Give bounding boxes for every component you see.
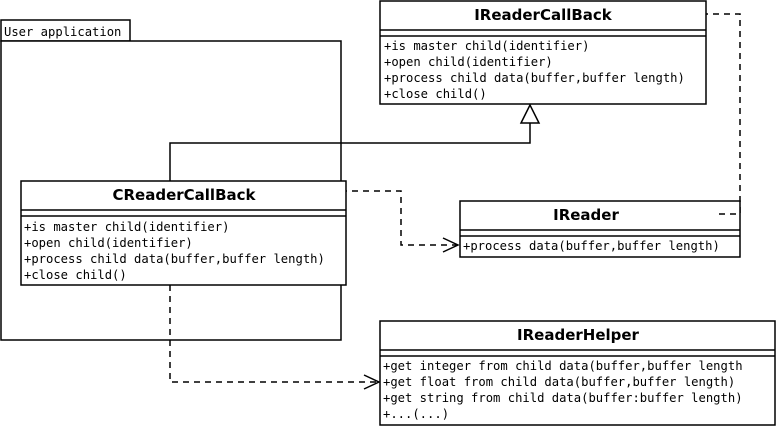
class-ireader: IReader +process data(buffer,buffer leng… — [459, 200, 741, 258]
method: +close child() — [384, 87, 487, 101]
method: +get integer from child data(buffer,buff… — [383, 359, 743, 373]
method: +process child data(buffer,buffer length… — [384, 71, 685, 85]
dependency-line — [685, 13, 741, 215]
realization-line — [169, 123, 531, 181]
open-arrowhead — [363, 374, 381, 390]
method: +open child(identifier) — [24, 236, 193, 250]
class-box — [379, 320, 776, 426]
dependency-edge-to-ireader-helper — [169, 285, 381, 390]
method: +open child(identifier) — [384, 55, 553, 69]
package-label: User application — [4, 25, 121, 39]
method: +process data(buffer,buffer length) — [463, 239, 720, 253]
class-ireader-callback: IReaderCallBack +is master child(identif… — [379, 0, 707, 105]
class-name: IReaderCallBack — [474, 6, 613, 24]
class-box — [459, 200, 741, 258]
method: +is master child(identifier) — [24, 220, 229, 234]
method: +get string from child data(buffer:buffe… — [383, 391, 743, 405]
method: +process child data(buffer,buffer length… — [24, 252, 325, 266]
realization-arrowhead — [519, 103, 541, 124]
class-box — [20, 180, 347, 286]
class-name: IReader — [553, 206, 619, 224]
method: +close child() — [24, 268, 127, 282]
method: +get float from child data(buffer,buffer… — [383, 375, 735, 389]
class-name: CReaderCallBack — [113, 186, 257, 204]
class-ireader-helper: IReaderHelper +get integer from child da… — [379, 320, 776, 426]
method: +is master child(identifier) — [384, 39, 589, 53]
dependency-line — [169, 285, 378, 383]
class-creader-callback: CReaderCallBack +is master child(identif… — [20, 180, 347, 286]
class-name: IReaderHelper — [517, 326, 640, 344]
dependency-edge-to-ireader — [341, 190, 460, 253]
class-box — [379, 0, 707, 105]
realization-edge — [169, 103, 541, 181]
method: +...(...) — [383, 407, 449, 421]
package-user-application: User application — [0, 19, 342, 341]
dependency-line — [341, 190, 457, 246]
open-arrowhead — [442, 237, 460, 253]
